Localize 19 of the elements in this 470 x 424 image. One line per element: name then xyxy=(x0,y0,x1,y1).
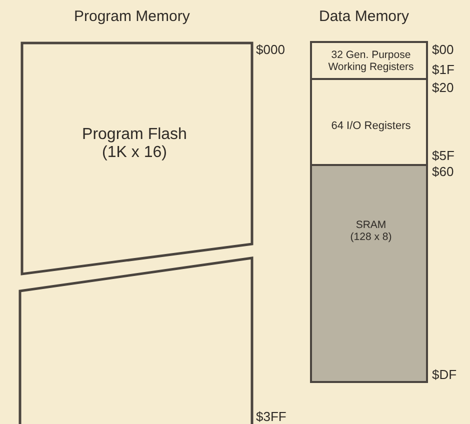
address-label: $60 xyxy=(432,164,454,179)
column-heading: Data Memory xyxy=(319,8,410,25)
memory-block xyxy=(310,78,428,166)
column-heading: Program Memory xyxy=(74,8,190,25)
block-label: Program Flash (1K x 16) xyxy=(81,126,188,163)
address-label: $5F xyxy=(432,148,454,163)
address-label: $00 xyxy=(432,42,454,57)
address-label: $20 xyxy=(432,80,454,95)
address-label: $DF xyxy=(432,367,457,382)
memory-block xyxy=(310,164,428,383)
address-label: $000 xyxy=(256,42,285,57)
address-label: $3FF xyxy=(256,409,286,424)
memory-block xyxy=(310,41,428,80)
address-label: $1F xyxy=(432,62,454,77)
memory-block xyxy=(18,256,254,424)
block-label: SRAM (128 x 8) xyxy=(349,219,393,244)
memory-block xyxy=(20,41,254,276)
block-label: 32 Gen. Purpose Working Registers xyxy=(327,49,415,74)
block-label: 64 I/O Registers xyxy=(330,120,412,133)
